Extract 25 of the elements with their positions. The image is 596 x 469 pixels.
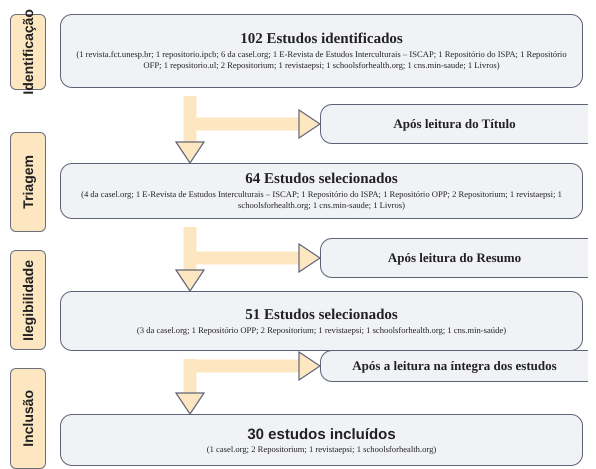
- stage-tab: [10, 368, 46, 469]
- stage-tab: [10, 250, 46, 350]
- step-label: Após leitura do Resumo: [388, 250, 522, 266]
- step-box: [320, 238, 588, 278]
- count-box: [60, 14, 583, 88]
- count-title: 64 Estudos selecionados: [245, 171, 398, 188]
- count-title: 51 Estudos selecionados: [245, 306, 398, 324]
- source-list: (1 revista.fct.unesp.br; 1 repositorio.ipcb; 6 da casel.org; 1 E-Revista de Estudos Interculturais – ISCAP; 1 Repositório do ISPA; 1 Repositório OFP; 1 repositorio.ul; 2 Repositorium; 1 revistaepsi; 1 schoolsforhealth.org; 1 cns.min-saude; 1 Livros): [69, 49, 574, 71]
- count-title: 102 Estudos identificados: [240, 31, 403, 48]
- count-box: [60, 291, 583, 351]
- count-box: [60, 163, 583, 219]
- step-box: [320, 104, 588, 144]
- source-list: (3 da casel.org; 1 Repositório OPP; 2 Repositorium; 1 revistaepsi; 1 schoolsforhealth.org; 1 cns.min-saúde): [136, 324, 506, 336]
- source-list: (4 da casel.org; 1 E-Revista de Estudos Interculturais – ISCAP; 1 Repositório do ISPA; 1 Repositório OPP; 2 Repositorium; 1 revistaepsi; 1 schoolsforhealth.org; 1 cns.min-saude; 1 Livros): [69, 189, 574, 211]
- step-label: Após leitura do Título: [393, 116, 516, 132]
- stage-label: Triagem: [20, 155, 36, 209]
- stage-label: Identificação: [20, 9, 36, 95]
- stage-label: Inclusão: [20, 390, 36, 447]
- stage-tab: [10, 132, 46, 232]
- step-box: [320, 350, 588, 382]
- step-label: Após a leitura na íntegra dos estudos: [352, 358, 557, 374]
- count-title: 30 estudos incluídos: [247, 426, 396, 443]
- source-list: (1 casel.org; 2 Repositorium; 1 revistaepsi; 1 schoolsforhealth.org): [206, 444, 436, 454]
- stage-label: Ilegibilidade: [20, 260, 36, 340]
- count-box: [60, 414, 583, 466]
